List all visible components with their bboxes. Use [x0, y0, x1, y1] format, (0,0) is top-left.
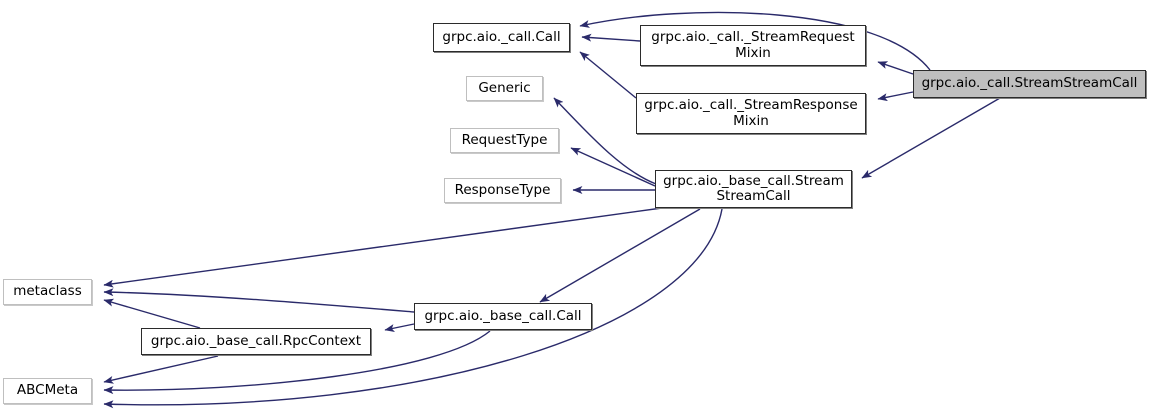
node-label: ABCMeta [16, 382, 79, 399]
edge-streamrequestmixin-to-callcall [581, 33, 641, 42]
edge-basecall-to-rpccontext [384, 323, 415, 333]
node-grpc-aio-base-call-call[interactable]: grpc.aio._base_call.Call [414, 303, 592, 330]
node-label: grpc.aio._base_call.RpcContext [150, 332, 362, 349]
edge-basestreamstreamcall-to-abcmeta [103, 208, 723, 409]
node-requesttype[interactable]: RequestType [450, 128, 559, 153]
node-label: grpc.aio._call._StreamResponse Mixin [644, 97, 858, 129]
edge-rpccontext-to-metaclass [103, 298, 201, 329]
edge-basecall-to-metaclass [103, 288, 415, 313]
node-label: grpc.aio._call._StreamRequest Mixin [651, 29, 855, 61]
node-label: grpc.aio._call.Call [442, 28, 561, 45]
node-responsetype[interactable]: ResponseType [444, 178, 561, 203]
node-label: grpc.aio._call.StreamStreamCall [921, 75, 1138, 92]
node-grpc-aio-call-call[interactable]: grpc.aio._call.Call [433, 23, 570, 52]
node-abcmeta[interactable]: ABCMeta [3, 378, 92, 404]
edge-rpccontext-to-abcmeta [103, 355, 219, 384]
node-generic[interactable]: Generic [466, 76, 543, 101]
node-grpc-aio-call-streamresponsemixin[interactable]: grpc.aio._call._StreamResponse Mixin [636, 93, 866, 134]
edge-callstreamstreamcall-to-basestreamstreamcall [861, 97, 1001, 179]
edge-streamresponsemixin-to-callcall [579, 51, 637, 99]
edge-basestreamstreamcall-to-requesttype [570, 147, 656, 187]
node-label: RequestType [461, 131, 548, 148]
node-label: grpc.aio._base_call.Stream StreamCall [663, 172, 844, 204]
node-grpc-aio-call-streamstreamcall[interactable]: grpc.aio._call.StreamStreamCall [913, 70, 1146, 98]
edge-callstreamstreamcall-to-streamrequestmixin [877, 61, 914, 75]
node-label: metaclass [13, 283, 82, 300]
node-label: ResponseType [454, 181, 551, 198]
edge-basestreamstreamcall-to-basecall [539, 208, 701, 303]
node-label: grpc.aio._base_call.Call [424, 307, 582, 324]
node-grpc-aio-base-call-streamstreamcall[interactable]: grpc.aio._base_call.Stream StreamCall [655, 170, 852, 208]
node-grpc-aio-call-streamrequestmixin[interactable]: grpc.aio._call._StreamRequest Mixin [640, 25, 866, 66]
node-grpc-aio-base-call-rpccontext[interactable]: grpc.aio._base_call.RpcContext [141, 328, 371, 355]
edge-basestreamstreamcall-to-metaclass [103, 207, 663, 288]
node-metaclass[interactable]: metaclass [3, 279, 92, 305]
edge-callstreamstreamcall-to-streamresponsemixin [877, 91, 914, 102]
node-label: Generic [478, 79, 531, 96]
